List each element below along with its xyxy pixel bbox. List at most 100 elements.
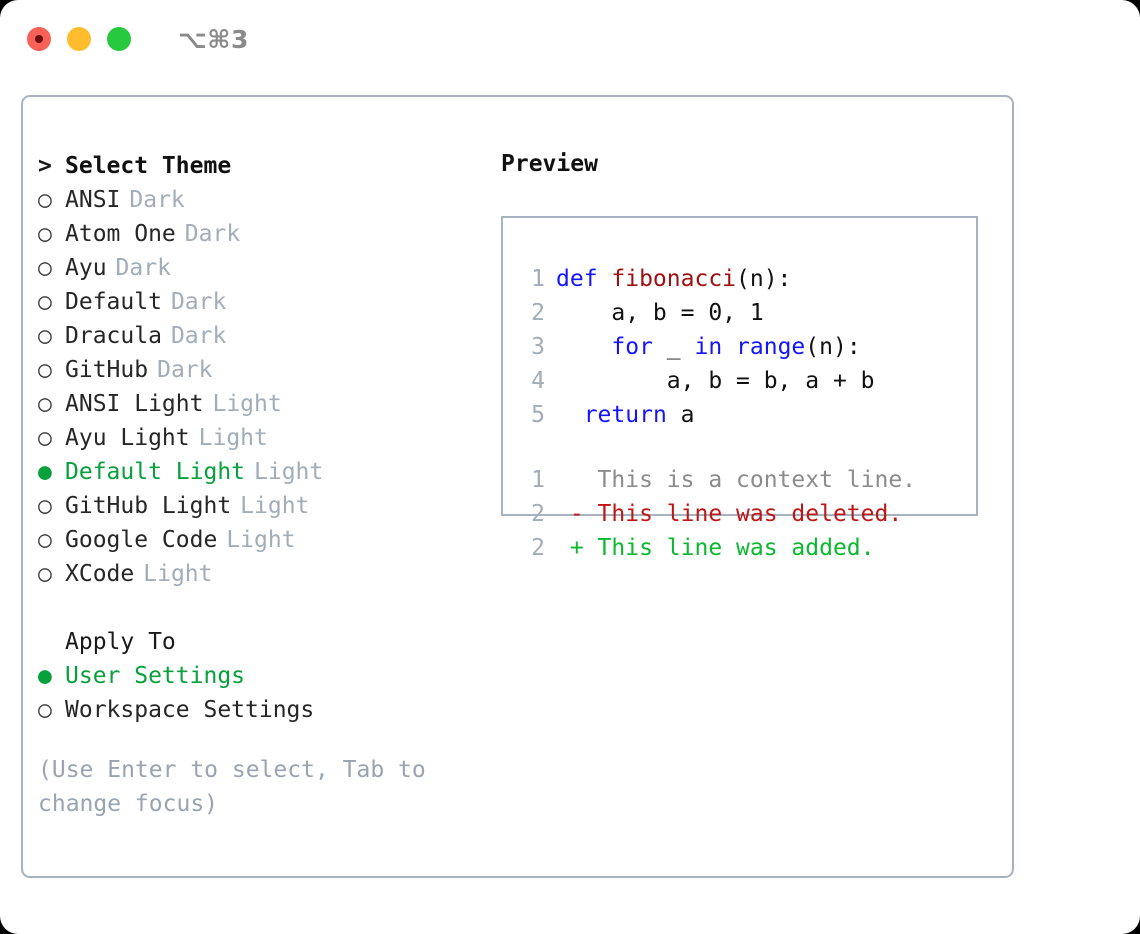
line-number: 3: [531, 334, 545, 360]
theme-category: Light: [254, 459, 324, 485]
diff-sample: 1 This is a context line.2 - This line w…: [517, 463, 976, 565]
line-number: 2: [531, 501, 545, 527]
radio-empty-icon[interactable]: ○: [38, 561, 52, 587]
theme-category: Dark: [157, 357, 213, 383]
theme-name: Ayu: [65, 255, 107, 281]
preview-title: Preview: [501, 151, 598, 177]
window-controls: [27, 27, 131, 51]
code-line: 5 return a: [517, 398, 976, 432]
theme-name: Default Light: [65, 459, 246, 485]
theme-list-item[interactable]: ● Default Light Light: [38, 455, 478, 489]
line-number: 2: [531, 300, 545, 326]
code-token: for: [611, 334, 653, 360]
code-token: a, b = b, a + b: [556, 368, 875, 394]
radio-empty-icon[interactable]: ○: [38, 527, 52, 553]
code-line: 2 a, b = 0, 1: [517, 296, 976, 330]
theme-category: Light: [198, 425, 268, 451]
apply-to-item[interactable]: ●User Settings: [38, 659, 478, 693]
theme-list-item[interactable]: ○ Default Dark: [38, 285, 478, 319]
line-number: 4: [531, 368, 545, 394]
diff-line: 2 - This line was deleted.: [517, 497, 976, 531]
apply-to-list: ●User Settings○Workspace Settings: [38, 659, 478, 727]
diff-marker: [556, 463, 598, 497]
line-number: 1: [531, 467, 545, 493]
theme-name: Default: [65, 289, 162, 315]
apply-to-item[interactable]: ○Workspace Settings: [38, 693, 478, 727]
code-line: 4 a, b = b, a + b: [517, 364, 976, 398]
maximize-button[interactable]: [107, 27, 131, 51]
radio-empty-icon[interactable]: ○: [38, 697, 52, 723]
code-token: def: [556, 266, 612, 292]
code-token: (n):: [805, 334, 861, 360]
apply-to-header: Apply To: [38, 625, 478, 659]
code-token: [556, 330, 611, 364]
theme-list-item[interactable]: ○ ANSI Dark: [38, 183, 478, 217]
theme-list-header: > Select Theme: [38, 149, 478, 183]
code-token: fibonacci: [611, 266, 737, 292]
close-button[interactable]: [27, 27, 51, 51]
code-token: a: [666, 402, 695, 428]
code-token: return: [583, 402, 667, 428]
radio-empty-icon[interactable]: ○: [38, 187, 52, 213]
radio-empty-icon[interactable]: ○: [38, 255, 52, 281]
theme-category: Dark: [170, 323, 227, 349]
theme-category: Light: [212, 391, 282, 417]
code-token: a, b = 0, 1: [556, 300, 764, 326]
line-number: 5: [531, 402, 545, 428]
diff-marker: +: [556, 535, 598, 561]
radio-empty-icon[interactable]: ○: [38, 357, 52, 383]
radio-empty-icon[interactable]: ○: [38, 323, 52, 349]
code-token: range: [736, 334, 806, 360]
theme-list-item[interactable]: ○ Ayu Dark: [38, 251, 478, 285]
theme-list-item[interactable]: ○ ANSI Light Light: [38, 387, 478, 421]
theme-name: Google Code: [65, 527, 218, 553]
theme-name: Ayu Light: [65, 425, 190, 451]
theme-category: Dark: [115, 255, 171, 281]
theme-name: ANSI Light: [65, 391, 204, 417]
theme-list-item[interactable]: ○ Atom One Dark: [38, 217, 478, 251]
radio-selected-icon[interactable]: ●: [38, 459, 52, 485]
theme-name: Atom One: [65, 221, 176, 247]
radio-empty-icon[interactable]: ○: [38, 289, 52, 315]
code-token: [556, 398, 584, 432]
theme-name: GitHub Light: [65, 493, 232, 519]
title-bar: ⌥⌘3: [0, 0, 1140, 78]
theme-list-item[interactable]: ○ Dracula Dark: [38, 319, 478, 353]
code-token: [722, 330, 736, 364]
diff-line: 2 + This line was added.: [517, 531, 976, 565]
page-title: Select Theme: [65, 153, 232, 179]
radio-empty-icon[interactable]: ○: [38, 391, 52, 417]
diff-text: This is a context line.: [597, 467, 917, 493]
theme-name: Dracula: [65, 323, 162, 349]
keyboard-hint: (Use Enter to select, Tab to change focu…: [38, 757, 426, 817]
theme-name: XCode: [65, 561, 135, 587]
theme-category: Dark: [170, 289, 227, 315]
minimize-button[interactable]: [67, 27, 91, 51]
theme-name: GitHub: [65, 357, 149, 383]
code-token: (n):: [736, 266, 792, 292]
theme-category: Dark: [129, 187, 185, 213]
diff-text: This line was added.: [597, 535, 875, 561]
radio-empty-icon[interactable]: ○: [38, 493, 52, 519]
diff-line: 1 This is a context line.: [517, 463, 976, 497]
keyboard-shortcut-label: ⌥⌘3: [178, 24, 249, 54]
theme-name: ANSI: [65, 187, 121, 213]
code-token: _: [652, 334, 695, 360]
radio-empty-icon[interactable]: ○: [38, 221, 52, 247]
caret-icon: >: [38, 153, 52, 179]
line-number: 2: [531, 535, 545, 561]
theme-category: Dark: [184, 221, 241, 247]
theme-list-item[interactable]: ○ GitHub Dark: [38, 353, 478, 387]
theme-list-item[interactable]: ○ Ayu Light Light: [38, 421, 478, 455]
code-token: in: [694, 334, 723, 360]
radio-selected-icon[interactable]: ●: [38, 663, 52, 689]
radio-empty-icon[interactable]: ○: [38, 425, 52, 451]
